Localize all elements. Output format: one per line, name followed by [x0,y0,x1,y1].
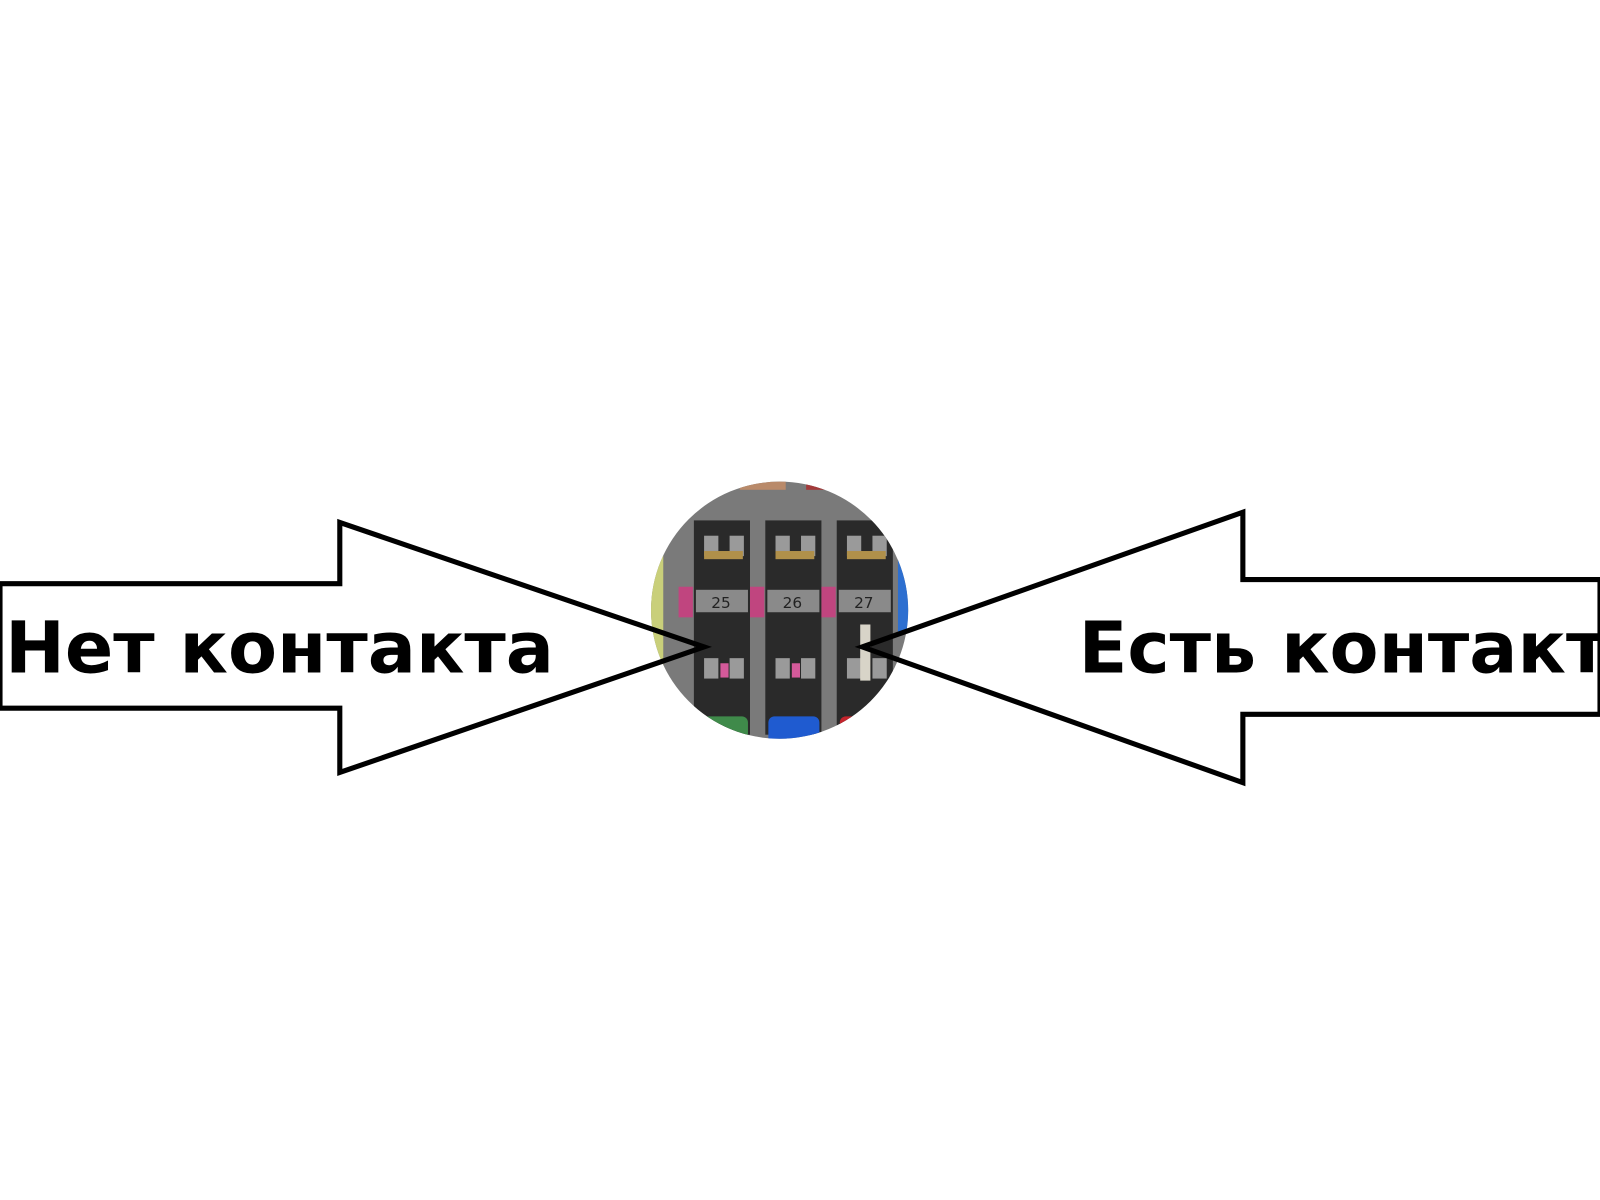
contact-spring [846,551,886,560]
contact-bridge [860,624,871,681]
label-bar [695,589,748,613]
fuse-bottom [839,716,891,739]
slot-number: 27 [854,594,873,612]
label-bar [838,589,891,613]
right-arrow [854,508,1600,787]
label-bar [767,589,820,613]
no-contact-label: Нет контакта [5,606,554,689]
terminal [846,658,862,679]
fuse-bottom [768,716,820,739]
has-contact-label: Есть контакт [1079,606,1600,689]
fuse-block-photo: 25 26 27 [651,481,909,739]
terminal [775,658,790,679]
contact-spring [775,551,815,560]
pink-insert [791,663,800,678]
terminal [801,658,816,679]
terminal [704,658,719,679]
terminal [872,658,887,679]
pink-insert [720,663,729,678]
slot-number: 26 [783,594,802,612]
fuse-bottom [696,716,748,739]
pink-insert [821,586,836,618]
slot-number: 25 [711,594,730,612]
contact-spring [704,551,743,560]
terminal [729,658,744,679]
fuse-top-2 [806,481,853,490]
pink-insert [750,586,765,618]
left-arrow [0,518,712,777]
pink-insert [678,586,693,618]
fuse-top-1 [739,481,786,490]
